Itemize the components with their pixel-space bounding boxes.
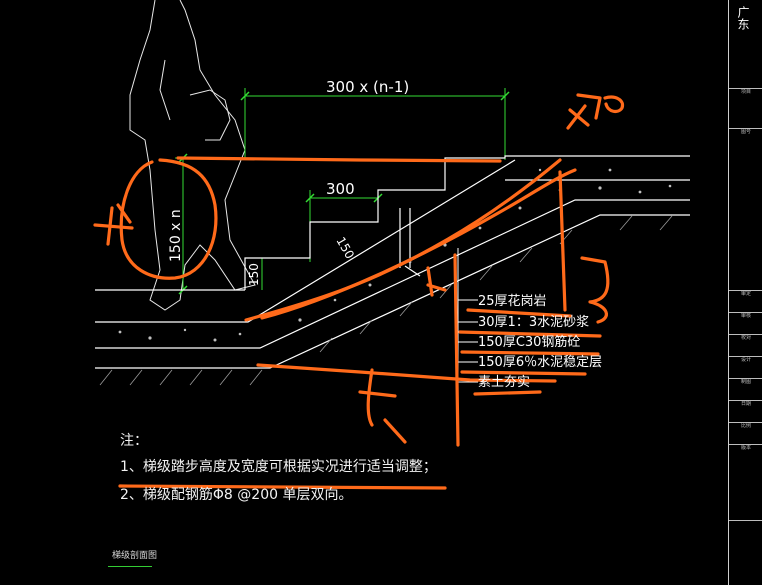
layer-label-compacted-soil: 素土夯实 bbox=[478, 375, 531, 390]
title-block-row: 版本 bbox=[729, 444, 762, 467]
layer-leaders bbox=[457, 248, 478, 383]
dimension-total-run: 300 x (n-1) bbox=[326, 78, 409, 96]
title-block-row bbox=[729, 520, 762, 585]
title-block-row: 比例 bbox=[729, 422, 762, 445]
title-block: 广东 项目 图号 审定 审核 校对 设计 制图 日期 比例 版本 bbox=[728, 0, 762, 585]
dimension-riser-total: 150 x n bbox=[168, 209, 184, 262]
caption-underline bbox=[108, 566, 152, 567]
notes-heading: 注： bbox=[120, 433, 148, 449]
layer-label-stabilized-base: 150厚6％水泥稳定层 bbox=[478, 355, 603, 370]
title-block-row: 校对 bbox=[729, 334, 762, 357]
title-block-company: 广东 bbox=[736, 6, 750, 30]
stair-profile bbox=[95, 155, 690, 369]
title-block-row: 审定 bbox=[729, 290, 762, 313]
dimension-tread: 300 bbox=[326, 180, 355, 198]
title-block-row: 设计 bbox=[729, 356, 762, 379]
title-block-row: 审核 bbox=[729, 312, 762, 335]
notes-line-2: 2、梯级配钢筋Φ8 @200 单层双向。 bbox=[120, 487, 353, 503]
dimension-riser-diagonal: 150 bbox=[333, 235, 357, 262]
layer-label-mortar: 30厚1：3水泥砂浆 bbox=[478, 315, 590, 330]
notes-line-1: 1、梯级踏步高度及宽度可根据实况进行适当调整； bbox=[120, 459, 437, 475]
human-figure-icon bbox=[129, 0, 256, 311]
layer-label-granite: 25厚花岗岩 bbox=[478, 294, 547, 309]
drawing-caption: 梯级剖面图 bbox=[112, 551, 158, 561]
title-block-row: 制图 bbox=[729, 378, 762, 401]
title-block-row: 日期 bbox=[729, 400, 762, 423]
layer-label-concrete: 150厚C30钢筋砼 bbox=[478, 335, 581, 350]
title-block-row: 项目 bbox=[729, 88, 762, 129]
title-block-row: 图号 bbox=[729, 128, 762, 199]
markup-annotations bbox=[93, 93, 625, 490]
dimension-riser: 150 bbox=[247, 263, 261, 286]
